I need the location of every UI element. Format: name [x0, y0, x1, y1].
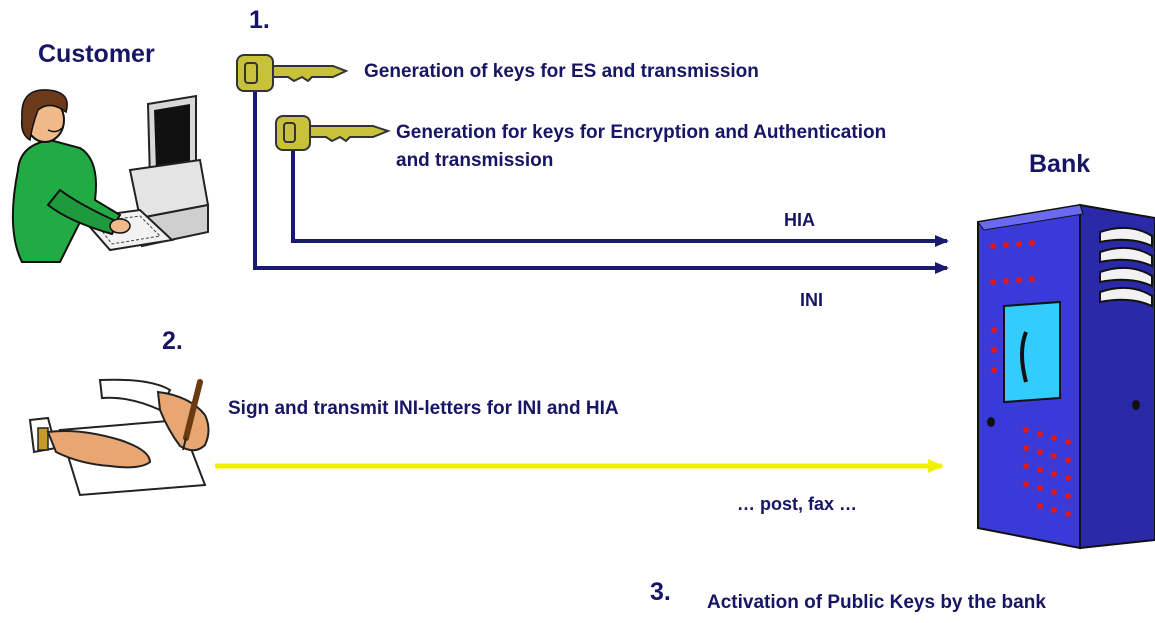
- ini-arrow: [253, 90, 949, 274]
- post-fax-label: … post, fax …: [737, 494, 858, 514]
- step-3-number: 3.: [650, 578, 671, 606]
- step-2-number: 2.: [162, 327, 183, 355]
- hia-arrow: [291, 150, 949, 247]
- customer-label: Customer: [38, 40, 155, 68]
- ini-label: INI: [800, 290, 824, 310]
- hia-label: HIA: [784, 210, 815, 230]
- step-1-number: 1.: [249, 6, 270, 34]
- key-es-text: Generation of keys for ES and transmissi…: [364, 61, 759, 82]
- step-3-text: Activation of Public Keys by the bank: [707, 592, 1046, 613]
- bank-label: Bank: [1029, 150, 1091, 178]
- key-enc-text-line2: and transmission: [396, 150, 554, 171]
- step-2-text: Sign and transmit INI-letters for INI an…: [228, 398, 619, 419]
- key-enc-text-line1: Generation for keys for Encryption and A…: [396, 122, 887, 143]
